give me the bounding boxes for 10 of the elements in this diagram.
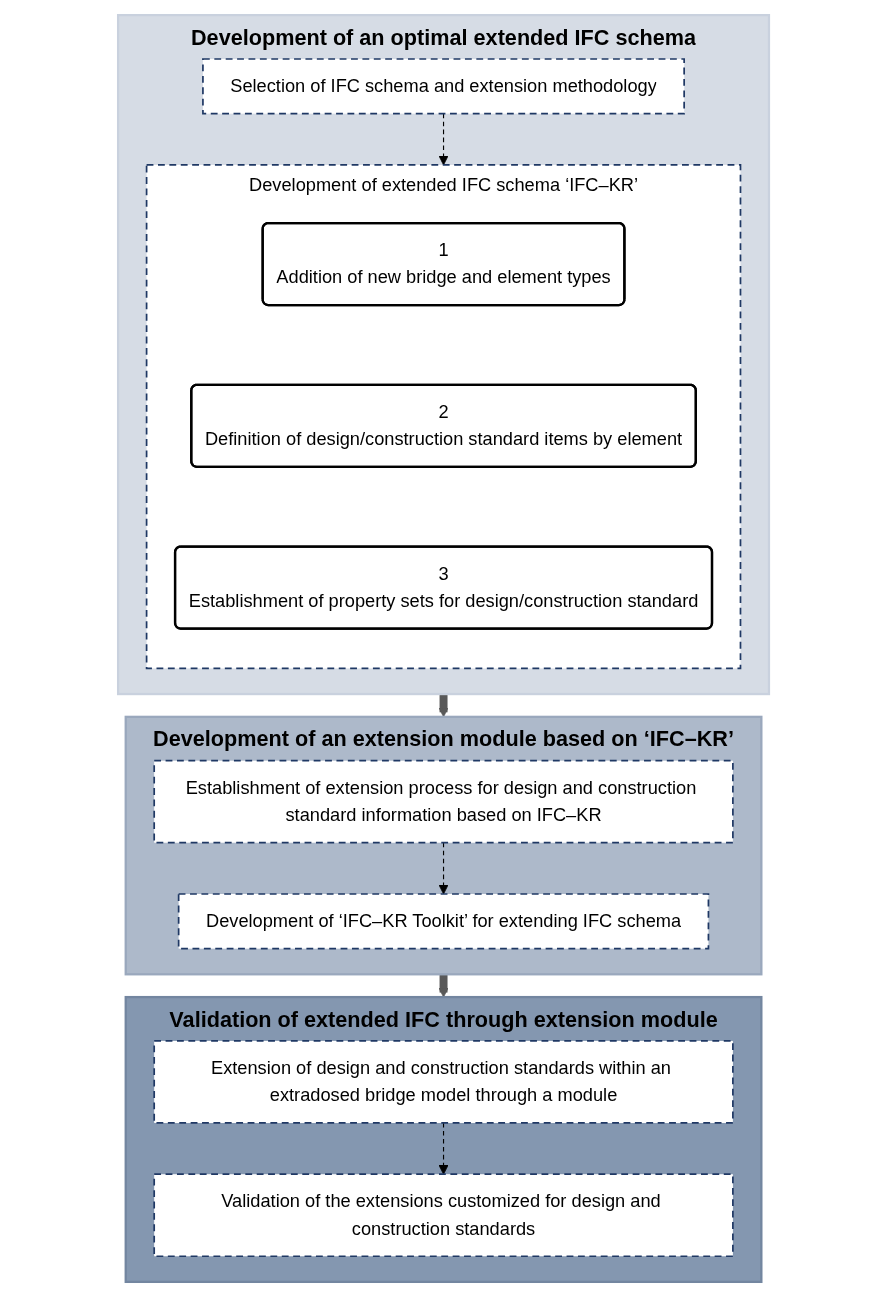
arrow [439, 1122, 449, 1175]
node-box: Establishment of extension process for design and construction standard information based on IFC–KR [153, 759, 735, 844]
arrow [439, 113, 449, 166]
node-box: Extension of design and construction standards within an extradosed bridge model through a module [153, 1040, 735, 1124]
node-box: Validation of the extensions customized for design and construction standards [153, 1173, 735, 1258]
arrow [439, 694, 449, 718]
arrow [439, 974, 449, 998]
arrow [439, 842, 449, 895]
node-box: Selection of IFC schema and extension methodology [202, 58, 686, 115]
node-box: Development of ‘IFC–KR Toolkit’ for extending IFC schema [178, 893, 710, 950]
